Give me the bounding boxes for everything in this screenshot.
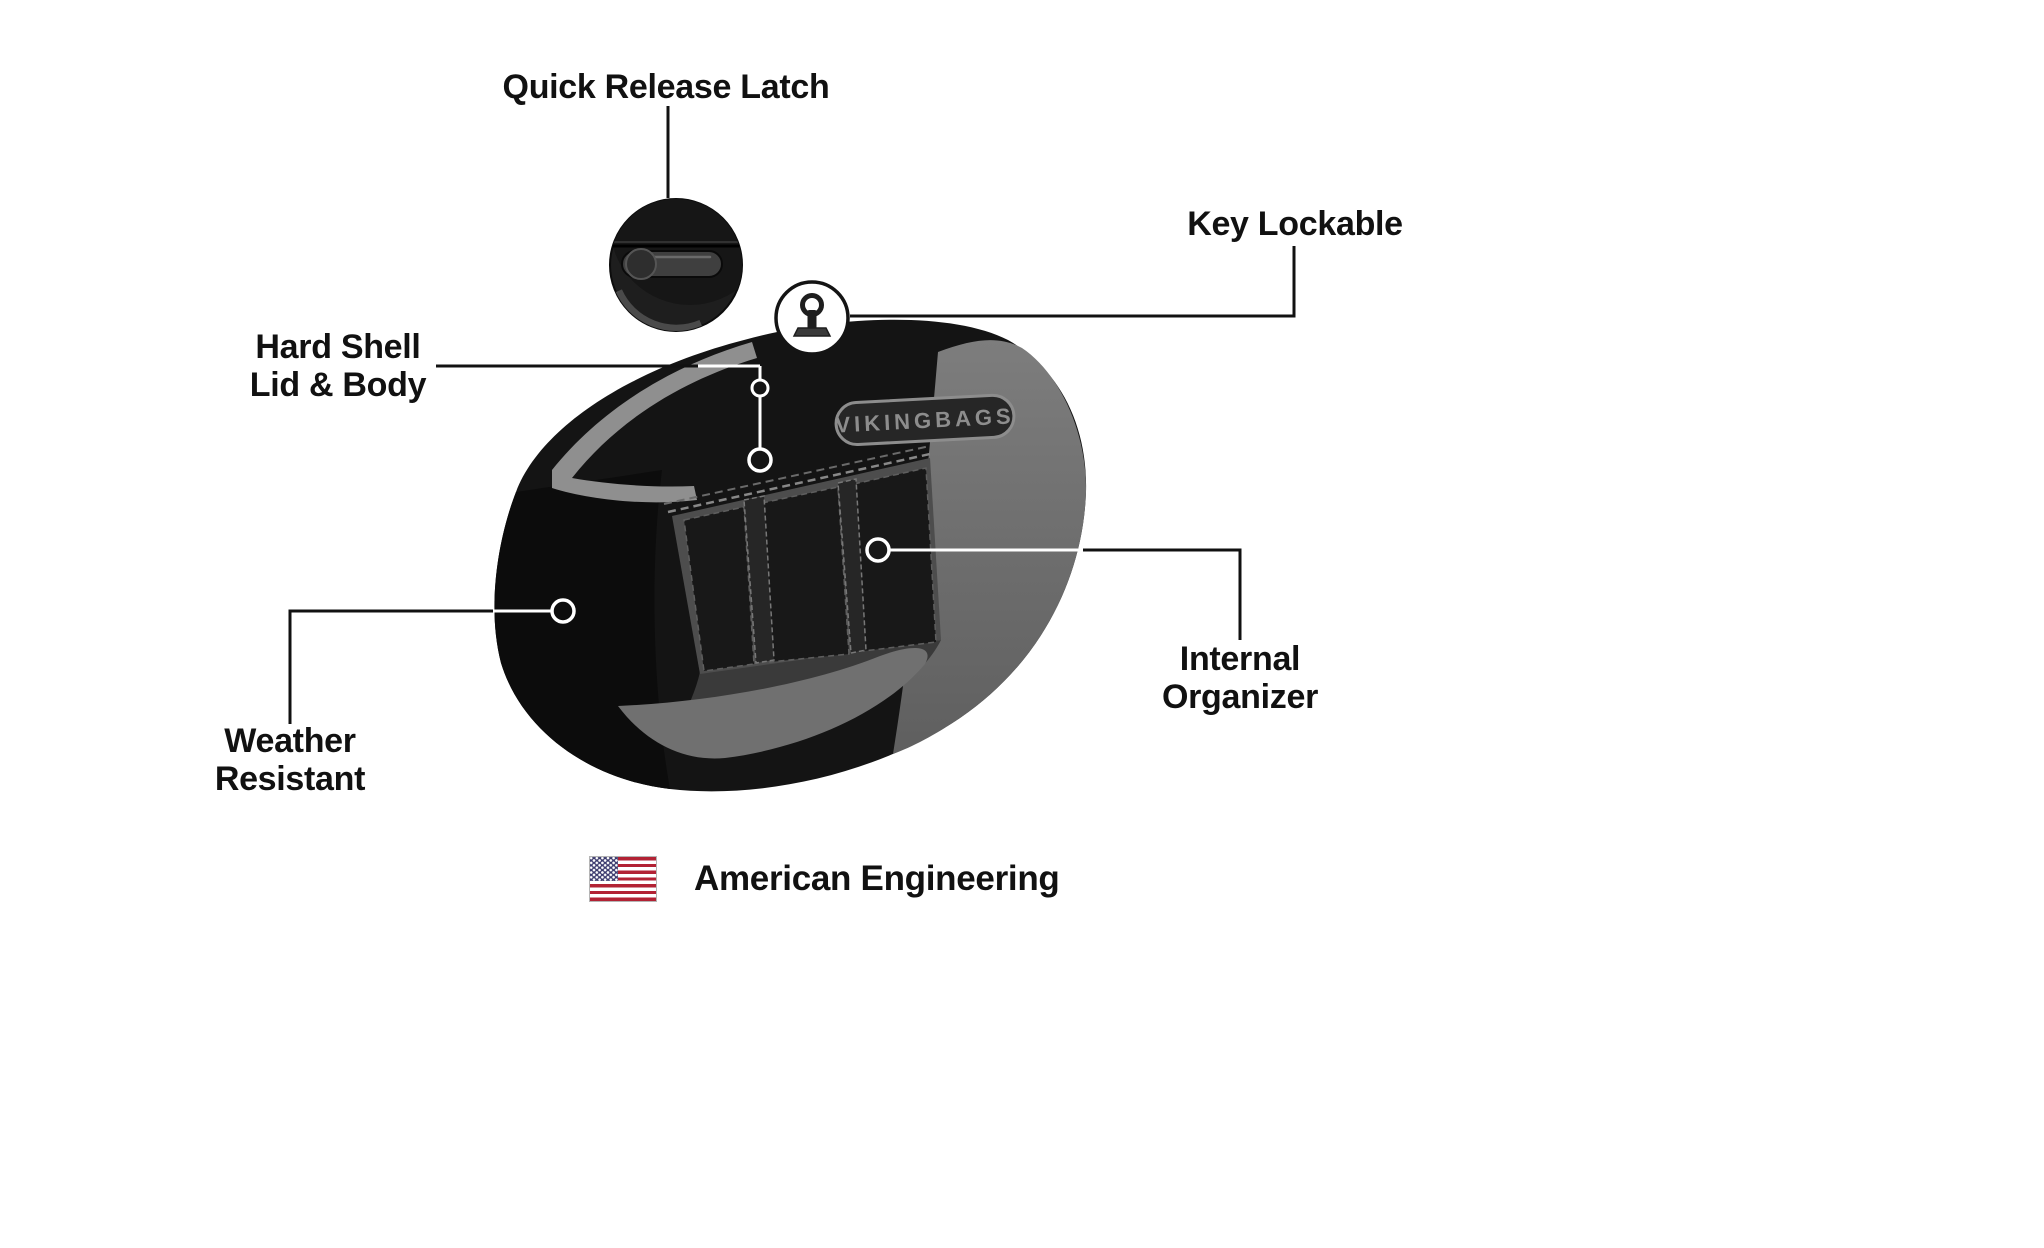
organizer-strap xyxy=(743,495,775,664)
label-internal-organizer: Internal Organizer xyxy=(1161,640,1318,716)
organizer-pocket xyxy=(683,506,755,672)
label-american-engineering: American Engineering xyxy=(694,859,1060,898)
lid-stitch-seam xyxy=(663,445,931,505)
organizer-stitch-seam xyxy=(667,452,931,514)
marker-body xyxy=(747,447,773,473)
latch-callout xyxy=(609,198,743,332)
label-quick-release-latch: Quick Release Latch xyxy=(502,68,830,106)
label-hard-shell: Hard Shell Lid & Body xyxy=(248,328,428,404)
organizer xyxy=(663,445,941,674)
label-key-lockable: Key Lockable xyxy=(1187,205,1403,243)
saddlebag: VIKINGBAGS xyxy=(494,319,1087,792)
key-callout xyxy=(774,280,850,356)
key-icon xyxy=(792,293,832,337)
label-weather-resistant: Weather Resistant xyxy=(214,722,366,798)
organizer-pocket xyxy=(761,486,850,663)
us-flag-icon xyxy=(590,857,656,901)
lid-trim xyxy=(552,342,757,503)
connector-hard-shell xyxy=(436,364,773,473)
organizer-pocket xyxy=(853,467,937,652)
label-hard-shell-line1: Hard Shell xyxy=(255,328,421,366)
organizer-strap xyxy=(837,478,867,654)
marker-weather xyxy=(550,598,576,624)
saddlebag-floor xyxy=(618,648,928,759)
connector-key xyxy=(850,246,1296,318)
latch-icon xyxy=(621,248,723,280)
logo-plate: VIKINGBAGS xyxy=(834,393,1016,447)
connector-weather xyxy=(288,598,576,724)
saddlebag-side-panel xyxy=(494,470,670,789)
marker-organizer xyxy=(865,537,891,563)
connector-internal xyxy=(865,537,1242,640)
marker-lid xyxy=(750,378,770,398)
saddlebag-right-facet xyxy=(893,340,1087,754)
label-hard-shell-line2: Lid & Body xyxy=(249,366,427,404)
